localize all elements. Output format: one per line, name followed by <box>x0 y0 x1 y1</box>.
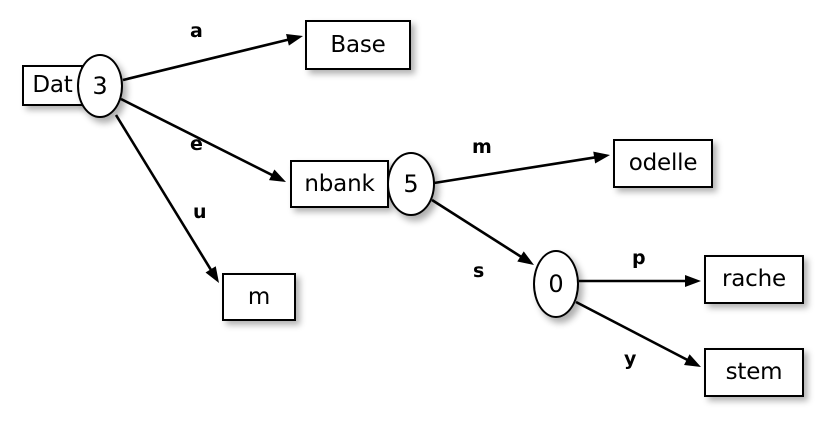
node-label: nbank <box>304 170 375 197</box>
edge-line-edge-m <box>433 155 598 185</box>
arrow-head-edge-u <box>205 266 219 283</box>
node-label: Base <box>330 31 386 58</box>
node-label: rache <box>722 266 786 292</box>
edge-label-edge-e: e <box>190 133 203 155</box>
edge-label-edge-s: s <box>473 260 485 282</box>
arrow-head-edge-a <box>286 33 303 46</box>
arrow-head-edge-e <box>269 169 286 182</box>
node-ellipse-e0[interactable]: 0 <box>533 250 579 318</box>
node-label: 3 <box>92 72 108 100</box>
node-label: 0 <box>548 270 564 298</box>
arrow-head-edge-s <box>517 251 534 265</box>
node-label: odelle <box>628 150 698 176</box>
node-box-stem[interactable]: stem <box>704 348 804 397</box>
node-label: stem <box>725 359 783 385</box>
edge-line-edge-s <box>431 198 524 260</box>
edge-line-edge-a <box>122 37 291 82</box>
node-box-m_box[interactable]: m <box>222 273 296 321</box>
edge-label-edge-a: a <box>190 20 203 42</box>
arrow-head-edge-y <box>684 354 701 367</box>
node-box-base[interactable]: Base <box>305 20 411 70</box>
edge-label-edge-p: p <box>632 247 646 269</box>
node-box-nbank[interactable]: nbank <box>290 160 389 208</box>
arrow-head-edge-p <box>685 275 701 287</box>
node-box-odelle[interactable]: odelle <box>613 139 713 188</box>
node-label: 5 <box>403 170 419 198</box>
node-label: m <box>247 283 271 310</box>
node-ellipse-e5[interactable]: 5 <box>387 152 435 216</box>
arrow-head-edge-m <box>593 151 610 164</box>
edge-label-edge-y: y <box>624 348 637 370</box>
node-box-rache[interactable]: rache <box>704 255 804 304</box>
edge-label-edge-u: u <box>193 201 207 223</box>
edge-label-edge-m: m <box>472 136 492 158</box>
node-ellipse-e3[interactable]: 3 <box>77 54 123 118</box>
node-label: Dat <box>32 72 73 98</box>
node-box-dat[interactable]: Dat <box>22 65 83 106</box>
